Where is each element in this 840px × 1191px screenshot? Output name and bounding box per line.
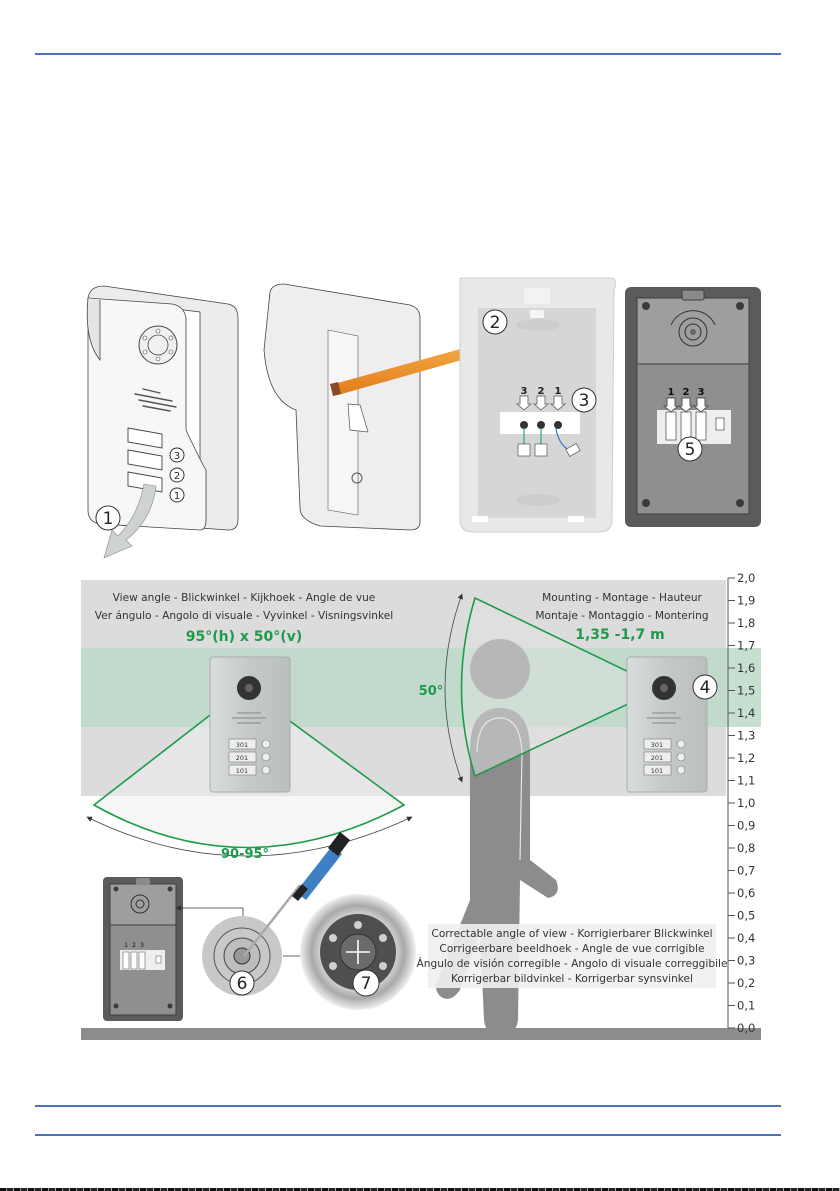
footer-rule-lower xyxy=(35,1134,781,1136)
svg-text:4: 4 xyxy=(700,678,711,698)
callout-4: 4 xyxy=(692,674,718,700)
panel-wire-label-3: 3 xyxy=(698,387,705,398)
vertical-view-cone: 50° xyxy=(419,593,664,783)
button-number-1: 1 xyxy=(174,491,180,502)
vertical-angle-label: 50° xyxy=(419,684,444,699)
panel-right-label-201: 201 xyxy=(651,754,663,762)
scale-tick-label: 1,0 xyxy=(737,796,755,810)
correctable-line-4: Korrigerbar bildvinkel - Korrigerbar syn… xyxy=(451,973,693,985)
svg-text:3: 3 xyxy=(579,391,590,411)
panel-right-label-101: 101 xyxy=(651,767,663,775)
mounting-bracket-side xyxy=(263,283,512,531)
correctable-line-2: Corrigeerbare beeldhoek - Angle de vue c… xyxy=(439,943,704,955)
panel-wire-label-1: 1 xyxy=(668,387,675,398)
scale-tick-label: 1,7 xyxy=(737,639,755,653)
mounting-caption-1: Mounting - Montage - Hauteur xyxy=(542,592,702,604)
wire-arrows-bracket xyxy=(515,395,567,411)
scale-tick-label: 1,9 xyxy=(737,594,755,608)
scale-tick-label: 1,4 xyxy=(737,706,755,720)
mounting-height-value: 1,35 -1,7 m xyxy=(575,627,665,643)
mounting-caption-2: Montaje - Montaggio - Montering xyxy=(535,610,708,622)
doorbell-panel-left: 301 201 101 xyxy=(209,656,291,793)
callout-7: 7 xyxy=(352,969,380,997)
unit-back-panel-small: 1 2 3 xyxy=(103,877,183,1021)
height-scale: 2,0 1,9 1,8 1,7 1,6 1,5 1,4 1,3 1,2 1,1 1,0 0,9 0,8 0… xyxy=(727,571,755,1035)
scale-tick-label: 0,6 xyxy=(737,886,755,900)
pull-arrow-icon xyxy=(103,483,157,559)
wire-label-1: 1 xyxy=(555,386,562,397)
correctable-line-3: Ángulo de visión corregible - Angolo di … xyxy=(417,957,728,970)
svg-text:6: 6 xyxy=(237,974,248,994)
header-rule xyxy=(35,53,781,55)
scale-tick-label: 1,2 xyxy=(737,751,755,765)
scale-tick-label: 1,3 xyxy=(737,729,755,743)
button-number-badges: 3 2 1 xyxy=(169,447,185,503)
button-number-2: 2 xyxy=(174,471,180,482)
callout-1: 1 xyxy=(95,505,121,531)
panel-label-301: 301 xyxy=(236,741,248,749)
panel-label-101: 101 xyxy=(236,767,248,775)
callout-6: 6 xyxy=(229,970,255,996)
svg-text:1: 1 xyxy=(103,509,114,529)
scale-tick-label: 1,1 xyxy=(737,774,755,788)
svg-text:2: 2 xyxy=(490,313,501,333)
callout-3: 3 xyxy=(571,387,597,413)
callout-2: 2 xyxy=(482,309,508,335)
view-angle-caption-2: Ver ángulo - Angolo di visuale - Vyvinke… xyxy=(95,610,393,622)
move-arrows-icon xyxy=(346,940,370,964)
mounting-bracket-front: 3 2 1 xyxy=(459,277,617,533)
scale-tick-label: 1,6 xyxy=(737,661,755,675)
svg-text:5: 5 xyxy=(685,440,696,460)
panel-label-201: 201 xyxy=(236,754,248,762)
view-angle-caption-1: View angle - Blickwinkel - Kijkhoek - An… xyxy=(113,592,376,604)
scale-tick-label: 1,5 xyxy=(737,684,755,698)
scale-tick-label: 0,3 xyxy=(737,954,755,968)
scale-tick-label: 0,0 xyxy=(737,1021,755,1035)
doorbell-front-unit: 3 2 1 xyxy=(86,285,239,559)
correctable-line-1: Correctable angle of view - Korrigierbar… xyxy=(431,928,712,940)
button-number-3: 3 xyxy=(174,451,180,462)
doorbell-panel-right: 301 201 101 xyxy=(626,656,708,793)
scale-tick-label: 0,4 xyxy=(737,931,755,945)
lens-adjustment-closeup xyxy=(300,894,416,1010)
floor xyxy=(81,1028,761,1040)
screwdriver-handle xyxy=(296,846,342,900)
panel-wire-label-2: 2 xyxy=(683,387,690,398)
callout-5: 5 xyxy=(677,436,703,462)
small-wire-label-2: 2 xyxy=(132,942,136,949)
small-wire-label-3: 3 xyxy=(140,942,144,949)
unit-back-panel: 1 2 3 xyxy=(625,287,761,527)
svg-text:7: 7 xyxy=(361,974,372,994)
correctable-caption-box xyxy=(428,924,716,988)
scale-tick-label: 0,5 xyxy=(737,909,755,923)
scale-tick-label: 1,8 xyxy=(737,616,755,630)
scale-tick-label: 2,0 xyxy=(737,571,755,585)
small-wire-label-1: 1 xyxy=(124,942,128,949)
view-angle-value: 95°(h) x 50°(v) xyxy=(186,629,302,645)
panel-right-label-301: 301 xyxy=(651,741,663,749)
scale-tick-label: 0,1 xyxy=(737,999,755,1013)
scale-tick-label: 0,2 xyxy=(737,976,755,990)
footer-rule-upper xyxy=(35,1105,781,1107)
scale-tick-label: 0,8 xyxy=(737,841,755,855)
page-edge-artifact xyxy=(0,1188,840,1191)
scale-tick-label: 0,7 xyxy=(737,864,755,878)
scale-tick-label: 0,9 xyxy=(737,819,755,833)
screwdriver-icon xyxy=(243,884,301,957)
horizontal-angle-label: 90-95° xyxy=(221,847,269,862)
wire-label-3: 3 xyxy=(521,386,528,397)
wire-label-2: 2 xyxy=(538,386,545,397)
